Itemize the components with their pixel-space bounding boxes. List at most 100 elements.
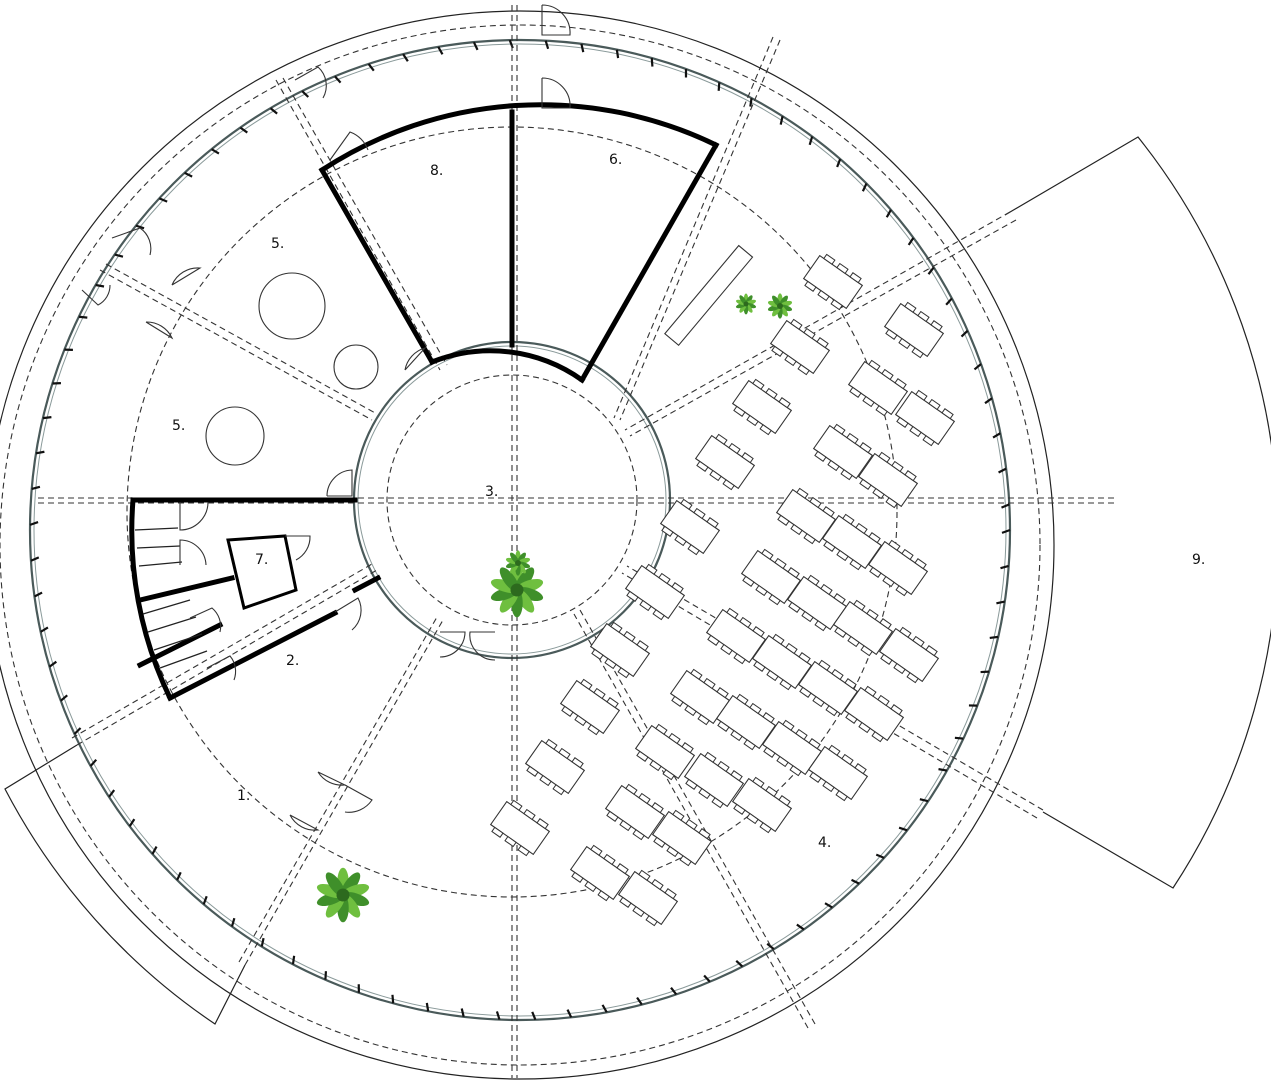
mullion-tick xyxy=(998,467,1007,474)
mullion-tick xyxy=(334,75,342,84)
door-swing-icon xyxy=(289,814,320,831)
mullion-tick xyxy=(291,955,296,965)
table-icon xyxy=(740,548,802,606)
mullion-tick xyxy=(919,798,929,803)
mullion-tick xyxy=(31,485,41,491)
door-swing-icon xyxy=(206,655,237,681)
mullion-tick xyxy=(460,1008,465,1018)
door-swing-icon xyxy=(404,346,427,371)
mullion-tick xyxy=(851,878,860,885)
room-label-7: 7. xyxy=(255,552,268,568)
mullion-tick xyxy=(95,283,105,288)
stair-icon xyxy=(134,527,208,669)
table-icon xyxy=(524,738,586,796)
mullion-tick xyxy=(30,556,40,562)
table-icon xyxy=(205,406,265,466)
mullion-tick xyxy=(60,694,68,702)
round-tables xyxy=(205,272,379,466)
room-7-box xyxy=(226,534,298,610)
table-icon xyxy=(705,607,767,665)
terrace-east xyxy=(1004,136,1271,889)
mullion-tick xyxy=(184,171,193,178)
mullion-tick xyxy=(808,136,814,146)
room-labels: 1. 2. 3. 4. 5. 5. 6. 7. 8. 9. xyxy=(172,152,1205,851)
kitchen-walls xyxy=(129,497,382,702)
mullion-tick xyxy=(907,237,915,246)
table-icon xyxy=(731,776,793,834)
mullion-tick xyxy=(898,826,908,832)
table-icon xyxy=(867,539,929,597)
mullion-tick xyxy=(996,600,1005,605)
mullion-tick xyxy=(703,974,711,983)
door-swing-icon xyxy=(285,535,311,561)
mullion-tick xyxy=(367,63,375,72)
rotunda-dashed xyxy=(386,374,638,626)
mullion-tick xyxy=(544,40,550,50)
mullion-tick xyxy=(135,224,145,230)
table-icon xyxy=(883,301,945,359)
mullion-tick xyxy=(749,98,753,107)
table-icon xyxy=(651,809,713,867)
table-icon xyxy=(489,799,551,857)
mullion-tick xyxy=(391,994,395,1004)
core-walls xyxy=(318,102,720,384)
mullion-tick xyxy=(531,1011,537,1021)
mullion-tick xyxy=(650,57,654,67)
mullion-tick xyxy=(861,183,868,192)
door-swing-icon xyxy=(81,284,111,306)
mullion-tick xyxy=(73,727,82,735)
door-swing-icon xyxy=(179,501,209,531)
plant-icon xyxy=(767,293,793,319)
table-icon xyxy=(847,359,909,417)
mullion-tick xyxy=(992,432,1001,439)
mullion-tick xyxy=(324,971,328,980)
mullion-tick xyxy=(230,917,236,927)
mullion-tick xyxy=(1001,503,1010,509)
mullion-tick xyxy=(437,46,444,55)
table-icon xyxy=(258,272,326,340)
table-icon xyxy=(843,685,905,743)
table-icon xyxy=(694,433,756,491)
mullion-tick xyxy=(796,923,805,931)
table-icon xyxy=(797,659,859,717)
table-icon xyxy=(589,621,651,679)
table-icon xyxy=(786,574,848,632)
mullion-tick xyxy=(766,942,775,950)
mullion-tick xyxy=(40,626,49,633)
mullion-tick xyxy=(108,789,116,798)
mullion-tick xyxy=(670,987,678,996)
mullion-tick xyxy=(984,397,993,405)
room-label-8: 8. xyxy=(430,163,443,179)
mullion-tick xyxy=(202,895,208,905)
room-label-6: 6. xyxy=(609,152,622,168)
counter xyxy=(664,244,754,346)
table-icon xyxy=(751,633,813,691)
mullion-tick xyxy=(927,266,935,275)
table-icon xyxy=(624,563,686,621)
mullion-tick xyxy=(495,1011,501,1020)
mullion-tick xyxy=(301,90,310,98)
mullion-tick xyxy=(735,959,744,968)
mullion-tick xyxy=(885,209,892,218)
mullion-tick xyxy=(151,846,158,855)
mullion-tick xyxy=(601,1004,608,1013)
door-swing-icon xyxy=(145,321,174,340)
door-swing-icon xyxy=(469,631,496,661)
mullion-tick xyxy=(954,736,964,740)
table-icon xyxy=(559,678,621,736)
table-icon xyxy=(731,378,793,436)
room-label-3: 3. xyxy=(485,484,498,500)
mullion-tick xyxy=(29,521,39,526)
mullion-tick xyxy=(78,315,88,319)
dining-tables xyxy=(489,253,956,927)
table-icon xyxy=(769,318,831,376)
door-swing-icon xyxy=(326,469,353,497)
mullion-tick xyxy=(836,158,842,168)
mullion-tick xyxy=(615,49,620,59)
mullion-tick xyxy=(960,329,969,338)
door-swing-icon xyxy=(317,771,347,786)
table-icon xyxy=(878,626,940,684)
plant-icon xyxy=(735,293,757,315)
door-swing-icon xyxy=(334,597,362,631)
terrace-southwest xyxy=(4,744,246,1025)
